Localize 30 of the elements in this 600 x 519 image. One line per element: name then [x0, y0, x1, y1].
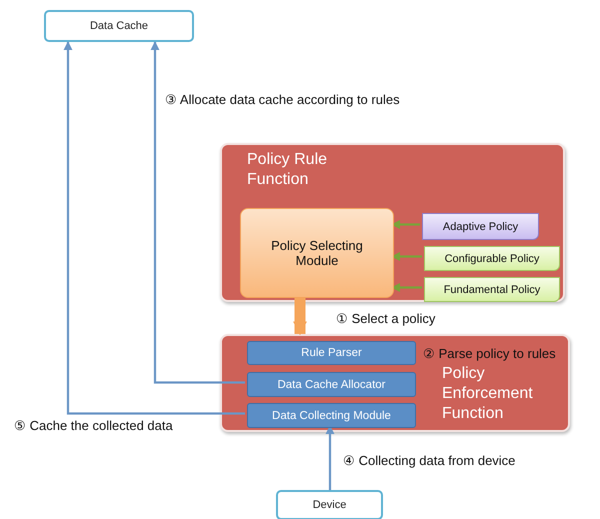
- edge-label: ③ Allocate data cache according to rules: [163, 92, 402, 107]
- module-box: [276, 490, 383, 519]
- policy-note: [422, 213, 539, 240]
- node-label: Data Cache Allocator: [276, 378, 387, 390]
- module-box: [247, 403, 416, 428]
- arrow: [150, 41, 245, 384]
- module-box: [240, 208, 394, 298]
- arrow: [64, 41, 245, 415]
- module-box: [247, 372, 416, 397]
- node-label: Policy Selecting Module: [270, 238, 364, 268]
- edge-label: ⑤ Cache the collected data: [12, 418, 175, 433]
- node-label: Data Collecting Module: [271, 410, 392, 422]
- node-label: Rule Parser: [300, 347, 363, 359]
- step-note: ② Parse policy to rules: [423, 346, 556, 361]
- node-label: Device: [312, 499, 348, 511]
- function-panel: [220, 334, 570, 432]
- node-label: Fundamental Policy: [442, 284, 542, 296]
- policy-note: [424, 246, 560, 271]
- function-panel: [220, 143, 565, 302]
- policy-note: [424, 277, 560, 302]
- node-label: Configurable Policy: [444, 252, 540, 264]
- arrow: [293, 296, 307, 336]
- node-label: Data Cache: [88, 20, 150, 32]
- arrow: [326, 425, 334, 490]
- node-label: Adaptive Policy: [442, 220, 520, 232]
- edge-label: ④ Collecting data from device: [341, 453, 518, 468]
- panel-heading: Policy Rule Function: [247, 150, 328, 190]
- edge-label: ① Select a policy: [334, 311, 438, 326]
- module-box: [44, 10, 194, 42]
- panel-heading: Policy Enforcement Function: [442, 364, 534, 424]
